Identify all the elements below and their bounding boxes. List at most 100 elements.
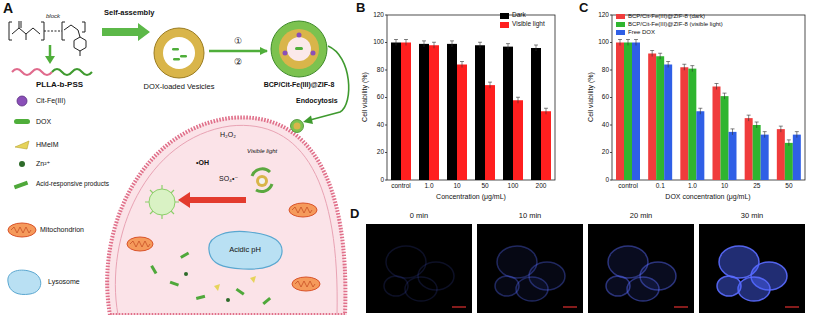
chart-frame bbox=[387, 15, 555, 180]
cell-fluorescence bbox=[717, 276, 741, 296]
chart-frame bbox=[612, 15, 805, 180]
error-bar bbox=[787, 140, 791, 146]
dox bbox=[172, 48, 179, 51]
mitochondrion bbox=[289, 203, 317, 217]
label-text: Visible light bbox=[247, 148, 277, 154]
fragments bbox=[180, 252, 189, 259]
dox bbox=[295, 47, 303, 50]
cell-fluorescence bbox=[384, 276, 408, 296]
panel-letter: D bbox=[350, 207, 359, 220]
scale-bar bbox=[785, 306, 799, 307]
block-copolymer-chain bbox=[12, 69, 52, 75]
label-text: 200 bbox=[536, 183, 547, 190]
vesicle: DOX-loaded Vesicles bbox=[152, 26, 206, 80]
mitochondrion bbox=[295, 281, 315, 287]
mitochondrion bbox=[130, 241, 150, 247]
polymer-structure bbox=[80, 51, 81, 56]
label-text: control bbox=[618, 183, 638, 190]
mitochondrion bbox=[292, 277, 320, 291]
error-bar bbox=[690, 66, 694, 72]
label-text: 60 bbox=[377, 94, 384, 101]
bar bbox=[457, 65, 467, 181]
mitochondrion bbox=[127, 237, 153, 251]
cell-fluorescence bbox=[606, 276, 630, 296]
fragments bbox=[236, 288, 245, 296]
time-label: 10 min bbox=[519, 212, 542, 220]
bar bbox=[745, 118, 753, 180]
label-text: 120 bbox=[373, 12, 384, 19]
small-particle bbox=[294, 123, 301, 130]
time-label: 20 min bbox=[630, 212, 653, 220]
cell-fluorescence bbox=[738, 277, 770, 301]
label-text: 0 bbox=[605, 177, 609, 184]
degrading-particle bbox=[252, 169, 270, 176]
dox bbox=[180, 55, 187, 58]
polymer-structure bbox=[82, 22, 85, 32]
bar bbox=[761, 135, 769, 180]
label-text: 50 bbox=[481, 183, 488, 190]
cell-membrane-inner bbox=[115, 125, 337, 315]
acid-product-sample bbox=[14, 181, 29, 190]
nanoparticle-shape bbox=[270, 20, 328, 78]
lysosome: Acidic pH bbox=[205, 228, 285, 272]
degrading-particle bbox=[256, 175, 268, 187]
degrading-particle bbox=[252, 169, 272, 192]
micrograph bbox=[477, 224, 583, 313]
fragments bbox=[214, 284, 220, 291]
error-bar bbox=[634, 40, 638, 46]
bar bbox=[447, 44, 457, 180]
bars bbox=[385, 15, 801, 180]
bar bbox=[485, 85, 495, 180]
error-bar bbox=[488, 82, 492, 88]
label-text: 10 bbox=[453, 183, 460, 190]
vesicle-wall bbox=[279, 29, 319, 69]
error-bar bbox=[432, 42, 436, 48]
error-bar bbox=[404, 40, 408, 46]
label-text: 50 bbox=[785, 183, 792, 190]
tick-mark bbox=[385, 97, 387, 98]
label-text: 10 bbox=[721, 183, 728, 190]
cell-fluorescence bbox=[405, 277, 437, 301]
polymer-structure bbox=[26, 34, 27, 40]
label-text: Endocytosis bbox=[296, 97, 338, 104]
polymer-structure bbox=[19, 21, 21, 28]
label-text: 20 bbox=[377, 149, 384, 156]
down-arrow bbox=[45, 56, 55, 64]
legend-swatch bbox=[500, 13, 509, 19]
bar bbox=[475, 45, 485, 180]
bar bbox=[632, 43, 640, 181]
label-text: 80 bbox=[602, 67, 609, 74]
block-copolymer-chain bbox=[12, 69, 92, 75]
label-text: Self-assembly bbox=[104, 9, 154, 17]
bar bbox=[513, 100, 523, 180]
error-bar bbox=[534, 45, 538, 51]
fragments bbox=[262, 297, 271, 305]
mitochondrion bbox=[127, 237, 153, 251]
polymer-structure bbox=[9, 22, 12, 40]
bar bbox=[391, 43, 401, 181]
bar bbox=[729, 132, 737, 180]
label-text: H₂O₂ bbox=[220, 131, 236, 138]
legend-text: Mitochondrion bbox=[40, 226, 84, 233]
error-bar bbox=[682, 64, 686, 70]
cit-fe bbox=[297, 33, 302, 38]
error-bar bbox=[723, 93, 727, 99]
polymer-structure bbox=[62, 22, 65, 40]
error-bar bbox=[666, 62, 670, 68]
scale-bar bbox=[563, 306, 577, 307]
fragments bbox=[226, 298, 230, 302]
vesicle-wall bbox=[154, 28, 204, 78]
label-text: 60 bbox=[602, 94, 609, 101]
polymer-structure bbox=[44, 31, 62, 32]
dox bbox=[173, 58, 180, 61]
error-bar bbox=[394, 40, 398, 46]
small-particle bbox=[291, 120, 304, 133]
tick-mark bbox=[610, 15, 612, 16]
error-bar bbox=[779, 126, 783, 132]
bar bbox=[793, 135, 801, 180]
error-bar bbox=[460, 62, 464, 68]
polymer-structure bbox=[64, 25, 78, 30]
label-text: Cell viability (%) bbox=[361, 72, 368, 122]
label-text: 25 bbox=[753, 183, 760, 190]
tick-mark bbox=[610, 125, 612, 126]
